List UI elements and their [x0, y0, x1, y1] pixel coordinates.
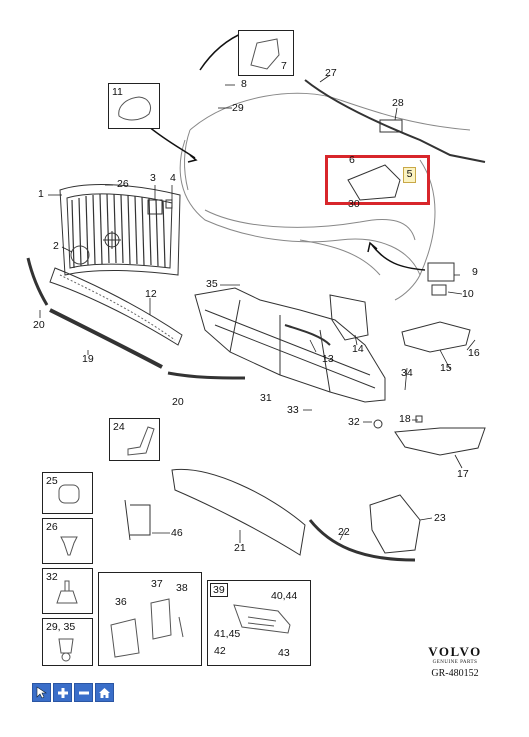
zoom-out-button[interactable] [74, 683, 93, 702]
callout-34[interactable]: 34 [401, 367, 413, 379]
volvo-brand: VOLVO GENUINE PARTS GR-480152 [425, 645, 485, 680]
detail-box-39: 39 40,44 41,45 42 43 [207, 580, 311, 666]
callout-36[interactable]: 36 [115, 596, 127, 608]
detail-box-7: 7 [238, 30, 294, 76]
detail-box-24: 24 [109, 418, 160, 461]
callout-29[interactable]: 29 [232, 102, 244, 114]
callout-42[interactable]: 42 [214, 645, 226, 657]
detail-box-11: 11 [108, 83, 160, 129]
pointer-icon [36, 686, 47, 699]
callout-28[interactable]: 28 [392, 97, 404, 109]
callout-5[interactable]: 5 [403, 167, 416, 183]
zoom-in-icon [57, 687, 68, 698]
grille [59, 184, 181, 276]
callout-38[interactable]: 38 [176, 582, 188, 594]
callout-6[interactable]: 6 [349, 154, 355, 166]
callout-32-box[interactable]: 32 [46, 571, 58, 583]
bumper-cover [179, 92, 471, 301]
callout-15[interactable]: 15 [440, 362, 452, 374]
callout-2[interactable]: 2 [53, 240, 59, 252]
diagram-reference: GR-480152 [431, 668, 479, 679]
detail-box-26: 26 [42, 518, 93, 564]
callout-26[interactable]: 26 [117, 178, 129, 190]
callout-43[interactable]: 43 [278, 647, 290, 659]
callout-46[interactable]: 46 [171, 527, 183, 539]
callout-39[interactable]: 39 [210, 583, 228, 597]
callout-4[interactable]: 4 [170, 172, 176, 184]
callout-16[interactable]: 16 [468, 347, 480, 359]
callout-20-left[interactable]: 20 [33, 319, 45, 331]
callout-29-35[interactable]: 29, 35 [46, 621, 76, 633]
callout-11[interactable]: 11 [112, 86, 123, 98]
callout-24[interactable]: 24 [113, 421, 125, 433]
callout-8[interactable]: 8 [241, 78, 247, 90]
callout-25[interactable]: 25 [46, 475, 58, 487]
callout-14[interactable]: 14 [352, 343, 364, 355]
callout-9[interactable]: 9 [472, 266, 478, 278]
callout-3[interactable]: 3 [150, 172, 156, 184]
callout-22[interactable]: 22 [338, 526, 350, 538]
callout-1[interactable]: 1 [38, 188, 44, 200]
callout-33[interactable]: 33 [287, 404, 299, 416]
callout-37[interactable]: 37 [151, 578, 163, 590]
callout-20-bottom[interactable]: 20 [172, 396, 184, 408]
brand-tagline: GENUINE PARTS [432, 660, 478, 665]
detail-box-32: 32 [42, 568, 93, 614]
callout-10[interactable]: 10 [462, 288, 474, 300]
callout-41-45[interactable]: 41,45 [214, 628, 241, 640]
zoom-in-button[interactable] [53, 683, 72, 702]
highlight-box [325, 155, 430, 205]
callout-30[interactable]: 30 [348, 198, 360, 210]
underbody-panel [194, 287, 386, 403]
callout-18[interactable]: 18 [399, 413, 411, 425]
callout-21[interactable]: 21 [234, 542, 246, 554]
callout-27[interactable]: 27 [325, 67, 337, 79]
brand-logo: VOLVO [428, 644, 482, 659]
zoom-out-icon [78, 691, 89, 694]
callout-12[interactable]: 12 [145, 288, 157, 300]
callout-32[interactable]: 32 [348, 416, 360, 428]
pointer-button[interactable] [32, 683, 51, 702]
detail-box-29-35: 29, 35 [42, 618, 93, 666]
callout-26-box[interactable]: 26 [46, 521, 58, 533]
callout-7[interactable]: 7 [281, 60, 287, 72]
detail-box-9-10: 9 10 [418, 257, 478, 303]
home-button[interactable] [95, 683, 114, 702]
viewer-toolbar [32, 683, 114, 702]
home-icon [99, 687, 110, 698]
callout-17[interactable]: 17 [457, 468, 469, 480]
detail-box-36-38: 36 37 38 [98, 572, 202, 666]
callout-40-44[interactable]: 40,44 [271, 590, 298, 602]
callout-31[interactable]: 31 [260, 392, 272, 404]
callout-35[interactable]: 35 [206, 278, 218, 290]
callout-13[interactable]: 13 [322, 353, 334, 365]
detail-box-25: 25 [42, 472, 93, 514]
callout-23[interactable]: 23 [434, 512, 446, 524]
callout-19[interactable]: 19 [82, 353, 94, 365]
